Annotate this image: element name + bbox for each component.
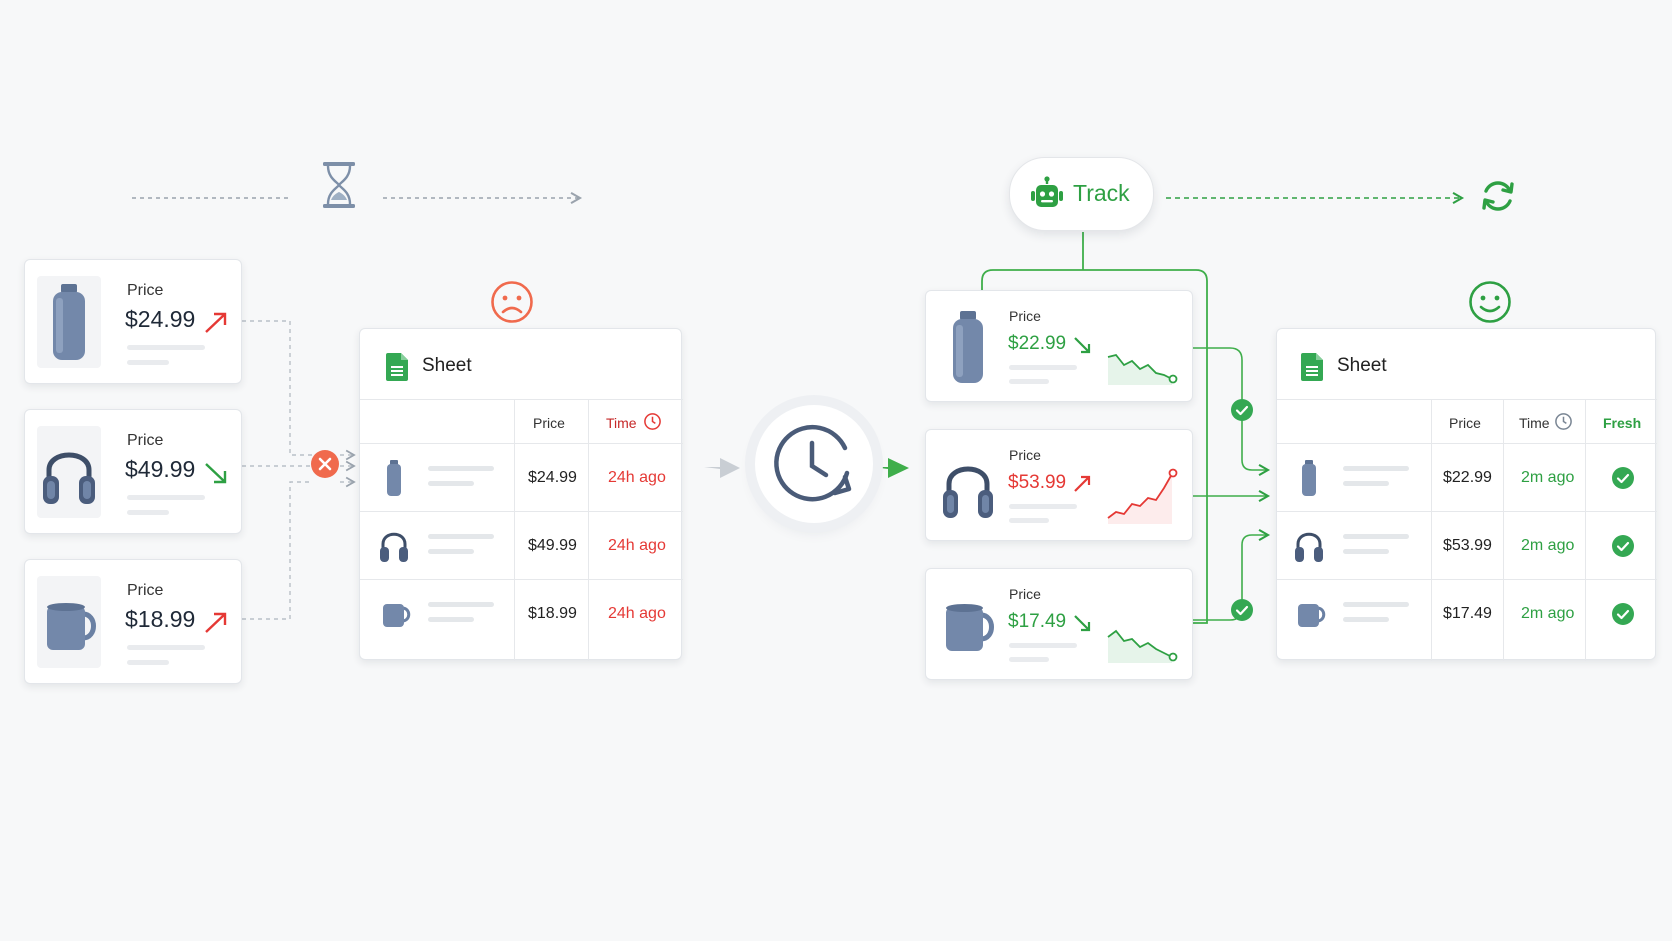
bottle-icon bbox=[37, 276, 101, 368]
column-header-price: Price bbox=[1449, 415, 1481, 431]
sheet-title: Sheet bbox=[422, 355, 472, 376]
tracked-product-card[interactable]: Price $22.99 bbox=[925, 290, 1193, 402]
cell-price: $18.99 bbox=[528, 605, 577, 622]
placeholder-bar bbox=[127, 345, 205, 350]
trend-down-icon bbox=[205, 463, 227, 484]
cell-price: $24.99 bbox=[528, 469, 577, 486]
price-value: $53.99 bbox=[1008, 472, 1067, 493]
cell-time: 2m ago bbox=[1521, 469, 1575, 486]
refresh-clock-icon bbox=[774, 424, 852, 502]
headphones-icon bbox=[1295, 532, 1323, 562]
trend-down-icon bbox=[1074, 615, 1091, 632]
price-value: $24.99 bbox=[125, 306, 196, 332]
happy-face-icon bbox=[1469, 281, 1511, 323]
stale-sheet: Sheet Price Time $24.99 24h ago $49.99 2… bbox=[359, 328, 683, 661]
clock-icon bbox=[644, 413, 661, 430]
placeholder-bar bbox=[127, 360, 169, 365]
placeholder-bar bbox=[127, 495, 205, 500]
clock-icon bbox=[1555, 413, 1572, 430]
price-value: $22.99 bbox=[1008, 333, 1067, 354]
check-icon bbox=[1612, 535, 1634, 557]
check-badge-icon bbox=[1231, 599, 1253, 621]
price-value: $18.99 bbox=[125, 606, 196, 632]
cell-time: 2m ago bbox=[1521, 537, 1575, 554]
mug-icon bbox=[1298, 604, 1326, 627]
price-value: $17.49 bbox=[1008, 611, 1067, 632]
scheduler-clock-button[interactable] bbox=[755, 405, 873, 523]
headphones-icon bbox=[380, 532, 408, 562]
bottle-icon bbox=[1302, 460, 1316, 496]
trend-down-icon bbox=[1074, 337, 1091, 354]
price-label: Price bbox=[1009, 447, 1041, 463]
bottle-icon bbox=[938, 303, 998, 391]
headphones-icon bbox=[938, 442, 998, 530]
sparkline-up bbox=[1107, 468, 1178, 524]
trend-up-icon bbox=[205, 612, 227, 633]
placeholder-bar bbox=[127, 510, 169, 515]
price-label: Price bbox=[1009, 586, 1041, 602]
sad-face-icon bbox=[491, 281, 533, 323]
price-label: Price bbox=[127, 432, 164, 449]
green-arrow bbox=[872, 458, 909, 478]
trend-up-icon bbox=[205, 312, 227, 333]
refresh-icon[interactable] bbox=[1479, 177, 1517, 215]
cell-price: $53.99 bbox=[1443, 537, 1492, 554]
cell-time: 24h ago bbox=[608, 537, 666, 554]
tracked-product-card[interactable]: Price $53.99 bbox=[925, 429, 1193, 541]
headphones-icon bbox=[37, 426, 101, 518]
check-icon bbox=[1612, 467, 1634, 489]
sheet-title: Sheet bbox=[1337, 355, 1387, 376]
sheet-icon bbox=[386, 353, 408, 381]
price-label: Price bbox=[127, 282, 164, 299]
check-icon bbox=[1612, 603, 1634, 625]
placeholder-bar bbox=[127, 660, 169, 665]
cell-time: 2m ago bbox=[1521, 605, 1575, 622]
price-label: Price bbox=[1009, 308, 1041, 324]
price-label: Price bbox=[127, 582, 164, 599]
sparkline-down bbox=[1107, 629, 1178, 663]
mug-icon bbox=[37, 576, 101, 668]
column-header-time: Time bbox=[606, 415, 637, 431]
cell-price: $22.99 bbox=[1443, 469, 1492, 486]
mug-icon bbox=[938, 581, 998, 669]
column-header-time: Time bbox=[1519, 415, 1550, 431]
sheet-icon bbox=[1301, 353, 1323, 381]
track-label: Track bbox=[1073, 180, 1130, 206]
product-card[interactable]: Price $49.99 bbox=[24, 409, 242, 534]
robot-icon bbox=[1031, 176, 1063, 207]
mug-icon bbox=[383, 604, 411, 627]
column-header-price: Price bbox=[533, 415, 565, 431]
cell-price: $17.49 bbox=[1443, 605, 1492, 622]
tracked-product-card[interactable]: Price $17.49 bbox=[925, 568, 1193, 680]
product-card[interactable]: Price $24.99 bbox=[24, 259, 242, 384]
sparkline-down bbox=[1107, 353, 1178, 385]
cell-time: 24h ago bbox=[608, 469, 666, 486]
trend-up-icon bbox=[1074, 475, 1091, 492]
check-badge-icon bbox=[1231, 399, 1253, 421]
placeholder-bar bbox=[127, 645, 205, 650]
bottle-icon bbox=[387, 460, 401, 496]
fresh-sheet: Sheet Price Time Fresh $22.99 2m ago $53… bbox=[1276, 328, 1657, 661]
track-button[interactable]: Track bbox=[1009, 157, 1154, 231]
error-x-icon bbox=[311, 450, 339, 478]
gray-arrow bbox=[704, 458, 740, 478]
cell-price: $49.99 bbox=[528, 537, 577, 554]
cell-time: 24h ago bbox=[608, 605, 666, 622]
product-card[interactable]: Price $18.99 bbox=[24, 559, 242, 684]
hourglass-icon bbox=[323, 162, 355, 208]
price-value: $49.99 bbox=[125, 456, 196, 482]
column-header-fresh: Fresh bbox=[1603, 415, 1642, 431]
